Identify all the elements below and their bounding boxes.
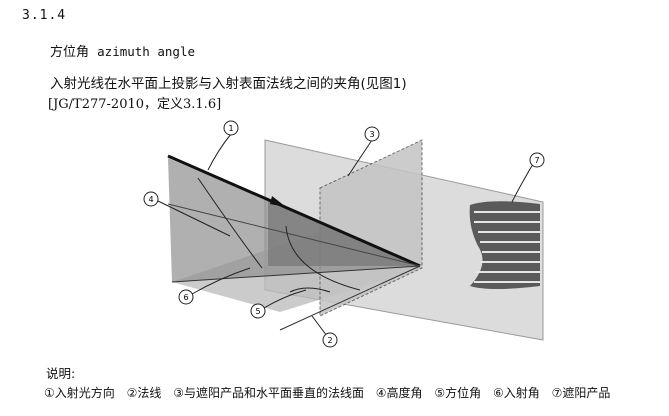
callout-1: 1 (223, 120, 239, 136)
leader-4 (157, 200, 231, 237)
legend-item: ④高度角 (375, 386, 423, 400)
definition-text: 入射光线在水平面上投影与入射表面法线之间的夹角(见图1) (50, 76, 407, 92)
svg-text:6: 6 (183, 293, 188, 302)
incident-ray-line (167, 154, 421, 268)
leader-1 (207, 133, 232, 171)
azimuth-angle-figure: 1 2 3 4 5 6 7 (143, 120, 545, 348)
callout-2: 2 (322, 332, 338, 348)
azimuth-angle-arc (285, 225, 361, 291)
leader-6 (191, 267, 251, 295)
leader-2 (311, 315, 328, 337)
notes-legend: ①入射光方向 ②法线 ③与遮阳产品和水平面垂直的法线面 ④高度角 ⑤方位角 ⑥入… (44, 384, 618, 401)
horizontal-projection-line (171, 265, 421, 283)
source-reference: [JG/T277-2010，定义3.1.6] (48, 97, 222, 112)
svg-text:5: 5 (255, 307, 260, 316)
legend-item: ⑦遮阳产品 (551, 386, 611, 400)
term-en: azimuth angle (97, 44, 195, 59)
leader-5 (263, 289, 307, 309)
altitude-line (167, 203, 421, 267)
normal-plane (319, 139, 423, 317)
svg-text:1: 1 (228, 124, 233, 133)
incidence-angle-arc (289, 287, 331, 293)
normal-line (279, 265, 421, 331)
svg-text:4: 4 (148, 195, 153, 204)
svg-text:3: 3 (369, 130, 374, 139)
incident-ray-arrowhead (270, 196, 286, 207)
callout-5: 5 (250, 303, 266, 319)
legend-item: ⑤方位角 (434, 386, 482, 400)
legend-item: ②法线 (126, 386, 162, 400)
legend-item: ③与遮阳产品和水平面垂直的法线面 (173, 386, 364, 400)
callout-7: 7 (529, 152, 545, 168)
callout-6: 6 (178, 289, 194, 305)
term-zh: 方位角 (50, 45, 90, 60)
clause-number: 3.1.4 (22, 8, 67, 23)
leader-7 (511, 163, 534, 203)
altitude-angle-arc (197, 177, 263, 269)
shading-product-blinds (469, 201, 540, 289)
callout-4: 4 (143, 191, 159, 207)
notes-title: 说明: (46, 366, 76, 381)
legend-item: ⑥入射角 (492, 386, 540, 400)
svg-text:2: 2 (327, 336, 332, 345)
leader-3 (347, 139, 373, 177)
svg-text:7: 7 (534, 156, 539, 165)
callout-3: 3 (364, 126, 380, 142)
legend-item: ①入射光方向 (44, 386, 115, 400)
term-heading: 方位角 azimuth angle (50, 41, 195, 60)
